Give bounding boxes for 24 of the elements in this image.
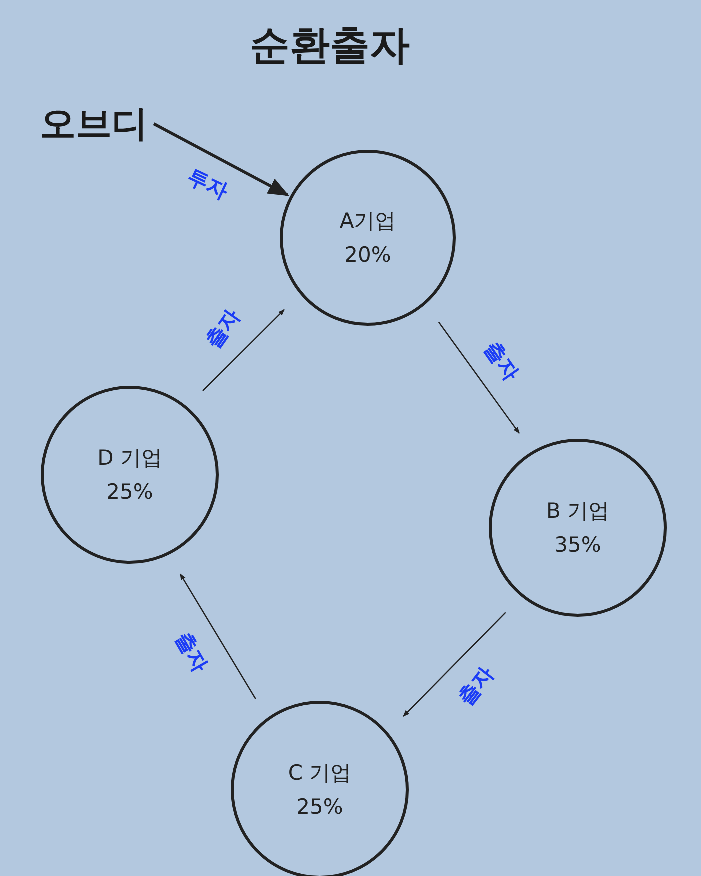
share-percent: 25%: [106, 479, 154, 506]
company-circle: [280, 150, 456, 326]
edge-label: 출자: [478, 336, 525, 387]
company-name: A기업: [340, 208, 396, 235]
edge-label: 출자: [170, 626, 214, 678]
title: 순환출자: [249, 22, 411, 71]
arrow: [153, 122, 290, 197]
company-circle: [41, 386, 219, 564]
arrow: [180, 574, 256, 700]
company-name: D 기업: [98, 445, 162, 472]
arrow: [202, 309, 285, 392]
arrow: [403, 612, 506, 717]
company-name: C 기업: [288, 760, 352, 787]
edge-label: 출자: [200, 304, 246, 354]
company-name: B 기업: [546, 498, 610, 525]
share-percent: 25%: [296, 794, 344, 821]
arrow: [438, 322, 520, 434]
investor-label: 오브디: [40, 100, 148, 149]
company-circle: [489, 439, 667, 617]
edge-label: 투자: [182, 164, 233, 206]
share-percent: 20%: [344, 242, 392, 269]
edge-label: 출자: [452, 660, 500, 711]
share-percent: 35%: [554, 532, 602, 559]
company-circle: [231, 701, 409, 876]
